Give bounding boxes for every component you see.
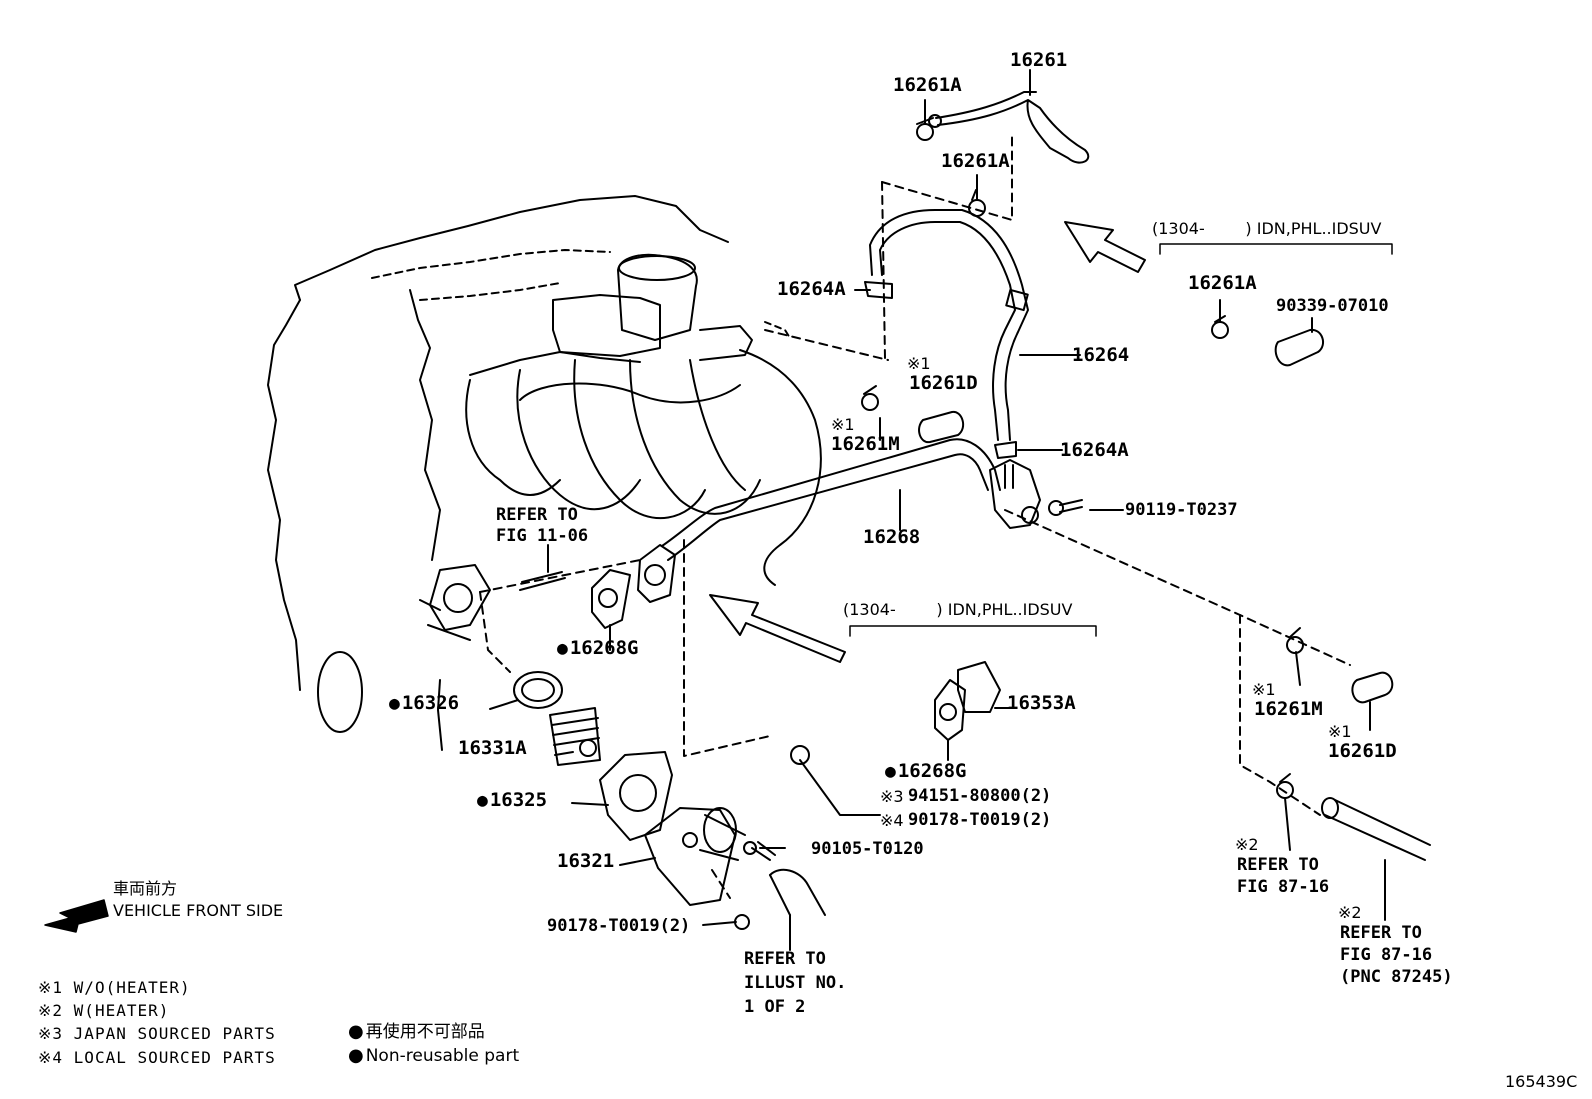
refer-illust-line3: 1 OF 2	[744, 997, 806, 1017]
refer-fig-87-16-a-line2: FIG 87-16	[1237, 877, 1330, 897]
callout-16261[interactable]: 16261	[1010, 49, 1068, 71]
callout-16325[interactable]: 16325	[477, 789, 547, 812]
callout-16261A-2[interactable]: 16261A	[941, 150, 1010, 172]
note-mark-1c: ※1	[1252, 680, 1276, 699]
callout-16264A-2[interactable]: 16264A	[1060, 439, 1129, 461]
callout-90178-T0019-b[interactable]: 90178-T0019(2)	[908, 810, 1052, 830]
legend-nonreuse-en: Non-reusable part	[348, 1046, 519, 1066]
vehicle-front-arrow	[44, 899, 109, 933]
note-mark-3: ※3	[880, 787, 904, 806]
callout-16321[interactable]: 16321	[557, 850, 615, 872]
callout-16268G-1[interactable]: 16268G	[557, 637, 639, 660]
callout-16268G-2[interactable]: 16268G	[885, 760, 967, 783]
legend-note-2: ※2 W(HEATER)	[38, 1001, 170, 1020]
callout-90119-T0237[interactable]: 90119-T0237	[1125, 500, 1238, 520]
hose-16261-drawing	[928, 91, 1090, 164]
refer-fig-87-16-a-line1: REFER TO	[1237, 855, 1319, 875]
callout-16261M-1[interactable]: 16261M	[831, 433, 900, 455]
callout-16261D-1[interactable]: 16261D	[909, 372, 978, 394]
callout-16268[interactable]: 16268	[863, 526, 921, 548]
callout-16264A-1[interactable]: 16264A	[777, 278, 846, 300]
applicability-middle: (1304- ) IDN,PHL..IDSUV	[843, 600, 1073, 619]
note-mark-1b: ※1	[831, 415, 855, 434]
refer-fig-87-16-b-line3: (PNC 87245)	[1340, 967, 1453, 987]
clamp-parts-drawing	[419, 117, 1431, 930]
diagram-id: 165439C	[1505, 1072, 1578, 1091]
callout-16326[interactable]: 16326	[389, 692, 459, 715]
callout-94151-80800[interactable]: 94151-80800(2)	[908, 786, 1052, 806]
refer-fig-11-06-line1: REFER TO	[496, 505, 578, 525]
leader-lines	[489, 69, 1386, 951]
legend-note-1: ※1 W/O(HEATER)	[38, 978, 191, 997]
legend-note-4: ※4 LOCAL SOURCED PARTS	[38, 1048, 276, 1067]
callout-16353A[interactable]: 16353A	[1007, 692, 1076, 714]
callout-16331A[interactable]: 16331A	[458, 737, 527, 759]
applicability-top: (1304- ) IDN,PHL..IDSUV	[1152, 219, 1382, 238]
dashed-leaders	[479, 131, 1351, 899]
callout-16261D-2[interactable]: 16261D	[1328, 740, 1397, 762]
direction-arrows	[709, 221, 1146, 663]
refer-fig-87-16-b-line1: REFER TO	[1340, 923, 1422, 943]
callout-16264[interactable]: 16264	[1072, 344, 1130, 366]
callout-16261M-2[interactable]: 16261M	[1254, 698, 1323, 720]
applicability-brackets	[849, 243, 1393, 637]
callout-90105-T0120[interactable]: 90105-T0120	[811, 839, 924, 859]
note-mark-1d: ※1	[1328, 722, 1352, 741]
vehicle-front-en: VEHICLE FRONT SIDE	[113, 901, 284, 920]
note-mark-4: ※4	[880, 811, 904, 830]
callout-90178-T0019-a[interactable]: 90178-T0019(2)	[547, 916, 691, 936]
refer-fig-87-16-b-line2: FIG 87-16	[1340, 945, 1433, 965]
refer-fig-11-06-line2: FIG 11-06	[496, 526, 589, 546]
refer-illust-line1: REFER TO	[744, 949, 826, 969]
note-mark-2b: ※2	[1338, 903, 1362, 922]
callout-16261A-3[interactable]: 16261A	[1188, 272, 1257, 294]
legend-note-3: ※3 JAPAN SOURCED PARTS	[38, 1024, 276, 1043]
note-mark-1a: ※1	[907, 354, 931, 373]
refer-illust-line2: ILLUST NO.	[744, 973, 847, 993]
engine-block-drawing	[267, 195, 822, 751]
note-mark-2a: ※2	[1235, 835, 1259, 854]
vehicle-front-jp: 車両前方	[113, 879, 178, 898]
callout-16261A-1[interactable]: 16261A	[893, 74, 962, 96]
hose-16264-drawing	[869, 209, 1029, 441]
legend-nonreuse-jp: 再使用不可部品	[348, 1022, 485, 1042]
callout-90339-07010[interactable]: 90339-07010	[1276, 296, 1389, 316]
pipe-16268-drawing	[661, 438, 1041, 561]
